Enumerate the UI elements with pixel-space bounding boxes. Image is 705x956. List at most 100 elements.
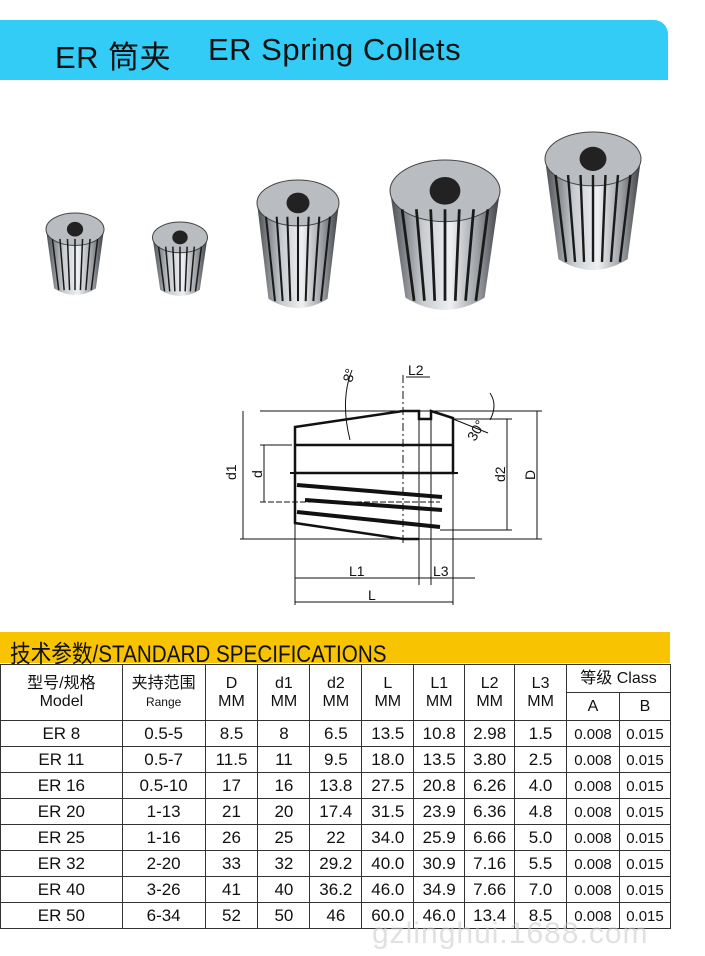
table-cell: 13.8 [309,772,363,799]
table-cell: ER 32 [0,850,123,877]
table-cell: 40.0 [361,850,415,877]
watermark: gzlinghui.1688.com [372,917,649,950]
table-cell: 33 [204,850,259,877]
collet-photo [152,221,208,296]
table-cell: 0.015 [618,876,672,903]
table-cell: 0.015 [618,746,672,773]
table-cell: 0.008 [566,746,620,773]
collet-photos: 8° L2 30° d1 d d2 D L1 L3 L [45,131,642,605]
table-cell: 1-13 [121,798,206,825]
label-D: D [522,470,538,480]
table-cell: 0.015 [618,772,672,799]
specs-title: 技术参数/STANDARD SPECIFICATIONS [10,641,387,668]
label-chamfer: 30° [464,417,488,443]
table-cell: 34.0 [361,824,415,851]
table-cell: 36.2 [309,876,363,903]
table-cell: 10.8 [413,720,466,747]
table-cell: 6.36 [464,798,516,825]
label-d2: d2 [492,466,508,482]
table-cell: 34.9 [413,876,466,903]
label-L1: L1 [349,563,365,579]
table-cell: 8.5 [204,720,259,747]
table-cell: 11 [257,746,311,773]
table-cell: 11.5 [204,746,259,773]
table-cell: 2-20 [121,850,206,877]
table-cell: 13.4 [464,902,516,929]
table-cell: ER 11 [0,746,123,773]
table-cell: 17 [204,772,259,799]
table-cell: 0.5-5 [121,720,206,747]
table-cell: 13.5 [413,746,466,773]
table-cell: 2.5 [514,746,568,773]
table-cell: 16 [257,772,311,799]
specs-title-bar: 技术参数/STANDARD SPECIFICATIONS [0,632,670,668]
table-cell: 6.66 [464,824,516,851]
table-cell: 6.5 [309,720,363,747]
table-cell: 7.0 [514,876,568,903]
table-cell: 5.5 [514,850,568,877]
table-cell: 31.5 [361,798,415,825]
table-cell: 46.0 [361,876,415,903]
table-cell: 27.5 [361,772,415,799]
table-cell: 20.8 [413,772,466,799]
table-cell: 8.5 [514,902,568,929]
table-cell: 9.5 [309,746,363,773]
table-cell: ER 25 [0,824,123,851]
label-L2: L2 [408,362,424,378]
table-cell: 26 [204,824,259,851]
label-angle: 8° [339,367,358,384]
collet-photo [389,159,501,310]
table-cell: 20 [257,798,311,825]
table-cell: 7.66 [464,876,516,903]
table-cell: 0.015 [618,850,672,877]
header-class-a: A [566,692,620,721]
table-cell: 0.015 [618,720,672,747]
table-cell: ER 20 [0,798,123,825]
table-cell: 1.5 [514,720,568,747]
collet-photo [256,179,340,308]
table-cell: ER 50 [0,902,123,929]
table-cell: 22 [309,824,363,851]
table-cell: 60.0 [361,902,415,929]
table-cell: 6-34 [121,902,206,929]
table-cell: 0.015 [618,902,672,929]
table-cell: 0.008 [566,772,620,799]
table-cell: 29.2 [309,850,363,877]
label-L3: L3 [433,563,449,579]
table-cell: 13.5 [361,720,415,747]
table-cell: 40 [257,876,311,903]
title-en: ER Spring Collets [208,32,462,67]
table-cell: 4.8 [514,798,568,825]
table-cell: 1-16 [121,824,206,851]
table-cell: ER 8 [0,720,123,747]
table-cell: ER 16 [0,772,123,799]
table-cell: 32 [257,850,311,877]
table-cell: 18.0 [361,746,415,773]
table-cell: 41 [204,876,259,903]
table-cell: 17.4 [309,798,363,825]
table-cell: 46.0 [413,902,466,929]
table-cell: 8 [257,720,311,747]
table-cell: 3.80 [464,746,516,773]
table-cell: 4.0 [514,772,568,799]
table-cell: 50 [257,902,311,929]
table-cell: 6.26 [464,772,516,799]
table-cell: 5.0 [514,824,568,851]
table-cell: 21 [204,798,259,825]
label-L: L [368,587,376,603]
table-cell: 0.008 [566,876,620,903]
